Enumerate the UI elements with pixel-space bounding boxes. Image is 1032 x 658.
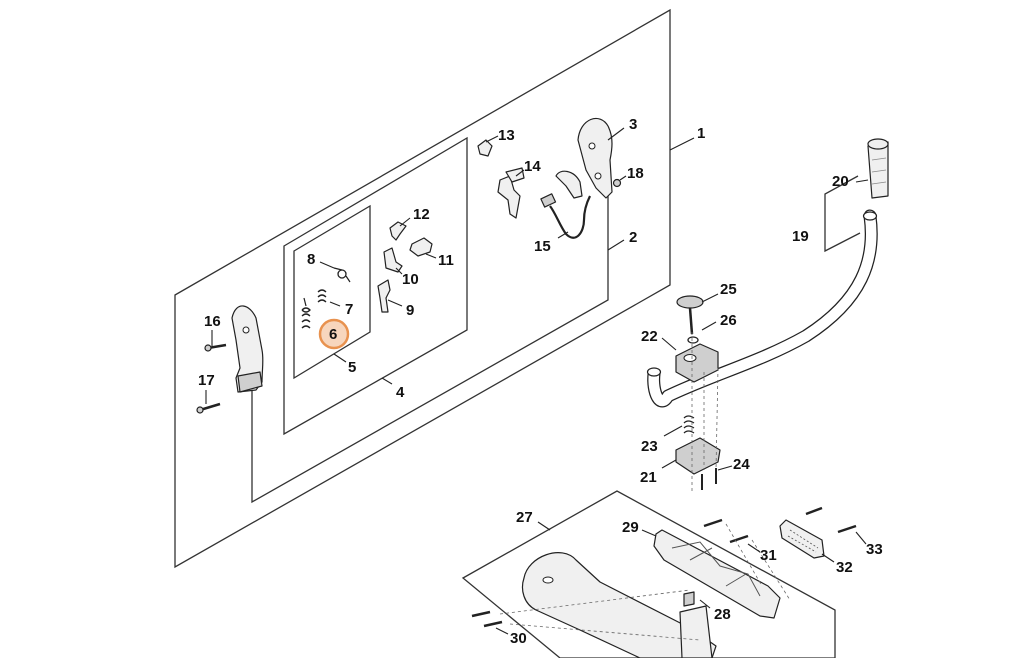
callout-4[interactable]: 4: [396, 384, 405, 401]
clip-13: [477, 139, 493, 157]
callout-28[interactable]: 28: [714, 606, 731, 623]
callout-7[interactable]: 7: [345, 301, 353, 318]
callout-33[interactable]: 33: [866, 541, 883, 558]
spring-7: [317, 289, 327, 303]
handle-half-right-3: [577, 117, 613, 199]
screws-30: [471, 610, 503, 628]
frame-assembly-19: [824, 175, 861, 253]
frame-assembly-2: [251, 183, 609, 504]
callout-15[interactable]: 15: [534, 238, 551, 255]
frame-assembly-1: [174, 8, 671, 569]
nut-28: [679, 591, 713, 658]
handle-part-29: [653, 529, 781, 619]
pad-32: [779, 519, 825, 559]
callout-25[interactable]: 25: [720, 281, 737, 298]
knob-25: [676, 295, 704, 335]
callout-2[interactable]: 2: [629, 229, 637, 246]
callout-19[interactable]: 19: [792, 228, 809, 245]
nut-18: [612, 178, 622, 188]
callout-9[interactable]: 9: [406, 302, 414, 319]
callout-23[interactable]: 23: [641, 438, 658, 455]
callout-14[interactable]: 14: [524, 158, 541, 175]
spring-23: [683, 415, 695, 434]
lever-10: [383, 247, 403, 273]
spring-6: [301, 297, 311, 329]
callout-24[interactable]: 24: [733, 456, 750, 473]
screws-24: [701, 468, 717, 490]
screw-17: [196, 402, 221, 414]
screws-31: [703, 518, 749, 544]
callout-22[interactable]: 22: [641, 328, 658, 345]
bent-tube-19: [646, 209, 878, 408]
highlight-ring-6[interactable]: [318, 318, 350, 350]
callout-5[interactable]: 5: [348, 359, 356, 376]
callout-1[interactable]: 1: [697, 125, 705, 142]
callout-10[interactable]: 10: [402, 271, 419, 288]
frame-assembly-5: [293, 204, 371, 380]
callout-8[interactable]: 8: [307, 251, 315, 268]
callout-31[interactable]: 31: [760, 547, 777, 564]
callout-13[interactable]: 13: [498, 127, 515, 144]
callout-12[interactable]: 12: [413, 206, 430, 223]
screw-16: [204, 343, 227, 352]
ring-26: [687, 336, 699, 344]
catch-12: [389, 221, 407, 241]
switch-wire-15: [540, 170, 591, 239]
handle-lower-27: [521, 552, 717, 658]
callout-16[interactable]: 16: [204, 313, 221, 330]
frame-assembly-4: [283, 136, 468, 436]
callout-17[interactable]: 17: [198, 372, 215, 389]
slide-11: [409, 237, 433, 257]
callout-11[interactable]: 11: [438, 252, 454, 269]
callout-21[interactable]: 21: [640, 469, 657, 486]
lever-9: [377, 279, 391, 313]
clamp-base-21: [675, 437, 721, 475]
frame-assembly-27: [461, 490, 836, 658]
callout-30[interactable]: 30: [510, 630, 527, 647]
trigger-14: [497, 167, 525, 219]
grip-20: [867, 138, 889, 199]
callout-32[interactable]: 32: [836, 559, 853, 576]
callout-6[interactable]: 6: [329, 326, 337, 343]
callout-27[interactable]: 27: [516, 509, 533, 526]
callout-3[interactable]: 3: [629, 116, 637, 133]
screws-33: [805, 506, 857, 534]
callout-20[interactable]: 20: [832, 173, 849, 190]
callout-18[interactable]: 18: [627, 165, 644, 182]
callout-numbers: 1 2 3 4 5 6 7 8 9 10 11 12 13 14 15 16 1…: [198, 116, 883, 647]
handle-half-left: [231, 305, 264, 393]
callout-26[interactable]: 26: [720, 312, 737, 329]
torsion-spring-8: [333, 267, 351, 283]
leader-lines: [205, 127, 869, 635]
callout-29[interactable]: 29: [622, 519, 639, 536]
